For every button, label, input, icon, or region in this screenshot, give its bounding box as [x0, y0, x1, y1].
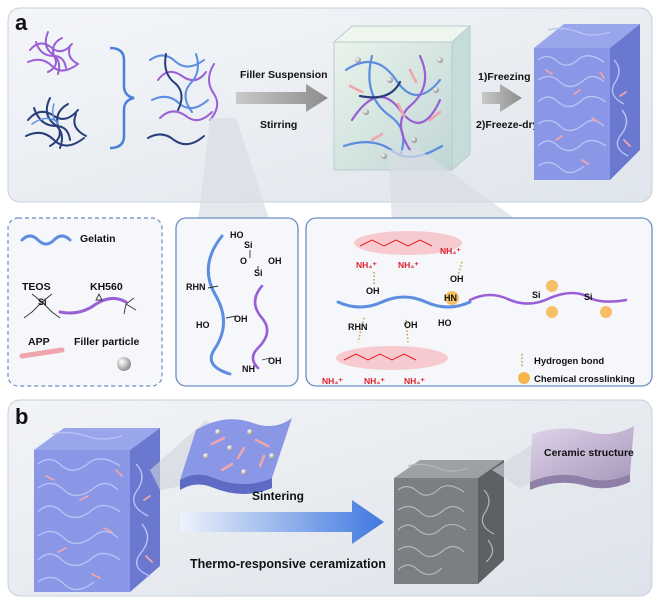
silane-chain — [468, 291, 628, 305]
app-legend-icon — [19, 347, 65, 359]
hydrogen-bonds — [357, 261, 463, 343]
app-highlight-top — [354, 231, 462, 255]
nh4-1: NH₄⁺ — [356, 260, 377, 270]
mid-ho-1: HO — [196, 320, 210, 330]
zoom-connector-left — [198, 118, 270, 222]
right-si-2: Si — [584, 292, 593, 302]
legend-gelatin-label: Gelatin — [80, 233, 116, 245]
gelatin-chain — [206, 234, 232, 376]
ceramization-arrow — [180, 500, 384, 544]
ceramic-structure-label: Ceramic structure — [544, 447, 634, 459]
panel-b-letter: b — [15, 404, 28, 429]
ceramization-label: Thermo-responsive ceramization — [190, 557, 386, 571]
ceramic-cube-after — [394, 460, 504, 584]
right-hn: HN — [444, 293, 457, 303]
nh4-4: NH₄⁺ — [322, 376, 343, 386]
silane-structure-box — [175, 217, 299, 387]
mid-bonds — [207, 250, 271, 361]
blue-coil-highlight — [31, 103, 59, 125]
kh560-structure-icon — [95, 292, 137, 315]
teos-si-glyph: Si — [38, 297, 47, 307]
mixed-polymer-network — [147, 53, 219, 146]
hydrogen-bond-label: Hydrogen bond — [534, 356, 604, 367]
mid-ho-2: HO — [230, 230, 244, 240]
mid-oh-3: OH — [268, 356, 282, 366]
mid-si-2: Si — [254, 268, 263, 278]
legend-box — [7, 217, 163, 387]
suspension-cube — [332, 24, 472, 172]
phosphate-chain-top — [359, 239, 433, 247]
right-oh-b: OH — [450, 274, 464, 284]
right-ho: HO — [438, 318, 452, 328]
chemical-crosslinking-label: Chemical crosslinking — [534, 374, 635, 385]
panel-a-letter: a — [15, 10, 28, 35]
zoom-connector-right — [388, 150, 520, 222]
legend-crosslink-icon — [518, 372, 530, 384]
step2-top-label: 1)Freezing — [478, 71, 531, 83]
aerogel-cube-before — [34, 428, 160, 592]
mid-nh: NH — [242, 364, 255, 374]
purple-polymer-coil — [27, 31, 79, 75]
nh4-5: NH₄⁺ — [364, 376, 385, 386]
mid-o: O — [240, 256, 247, 266]
ceramic-sheet-zoom — [530, 426, 634, 490]
legend-teos-label: TEOS — [22, 281, 51, 293]
bracket — [109, 46, 135, 150]
kh560-chain-icon — [58, 297, 128, 315]
mid-rhn: RHN — [186, 282, 206, 292]
sintering-label: Sintering — [252, 489, 304, 503]
legend-app-label: APP — [28, 336, 50, 348]
filler-particle-icon — [117, 357, 131, 371]
crosslink-sites — [445, 280, 612, 318]
step1-bottom-label: Stirring — [260, 119, 297, 131]
blue-polymer-coil — [25, 97, 87, 149]
arrow-mixing — [236, 84, 328, 112]
aerogel-foam-cube — [534, 24, 640, 180]
nh4-6: NH₄⁺ — [404, 376, 425, 386]
interaction-mechanism-box — [305, 217, 653, 387]
right-rhn: RHN — [348, 322, 368, 332]
right-oh-a: OH — [366, 286, 380, 296]
legend-kh560-label: KH560 — [90, 281, 123, 293]
arrow-freezing — [482, 84, 522, 112]
mid-oh-1: OH — [234, 314, 248, 324]
filler-sheet-zoom — [180, 418, 292, 494]
mid-si-1: Si — [244, 240, 253, 250]
nh4-2: NH₄⁺ — [398, 260, 419, 270]
gelatin-backbone — [336, 295, 472, 309]
mid-oh-2: OH — [268, 256, 282, 266]
kh560-chain — [251, 284, 269, 370]
step1-top-label: Filler Suspension — [240, 69, 328, 81]
legend-filler-label: Filler particle — [74, 336, 140, 348]
app-highlight-bottom — [336, 346, 448, 370]
right-oh-c: OH — [404, 320, 418, 330]
right-si-1: Si — [532, 290, 541, 300]
teos-structure-icon — [23, 293, 61, 319]
nh4-3: NH₄⁺ — [440, 246, 461, 256]
gelatin-legend-icon — [20, 234, 72, 246]
phosphate-chain-bottom — [343, 353, 417, 361]
